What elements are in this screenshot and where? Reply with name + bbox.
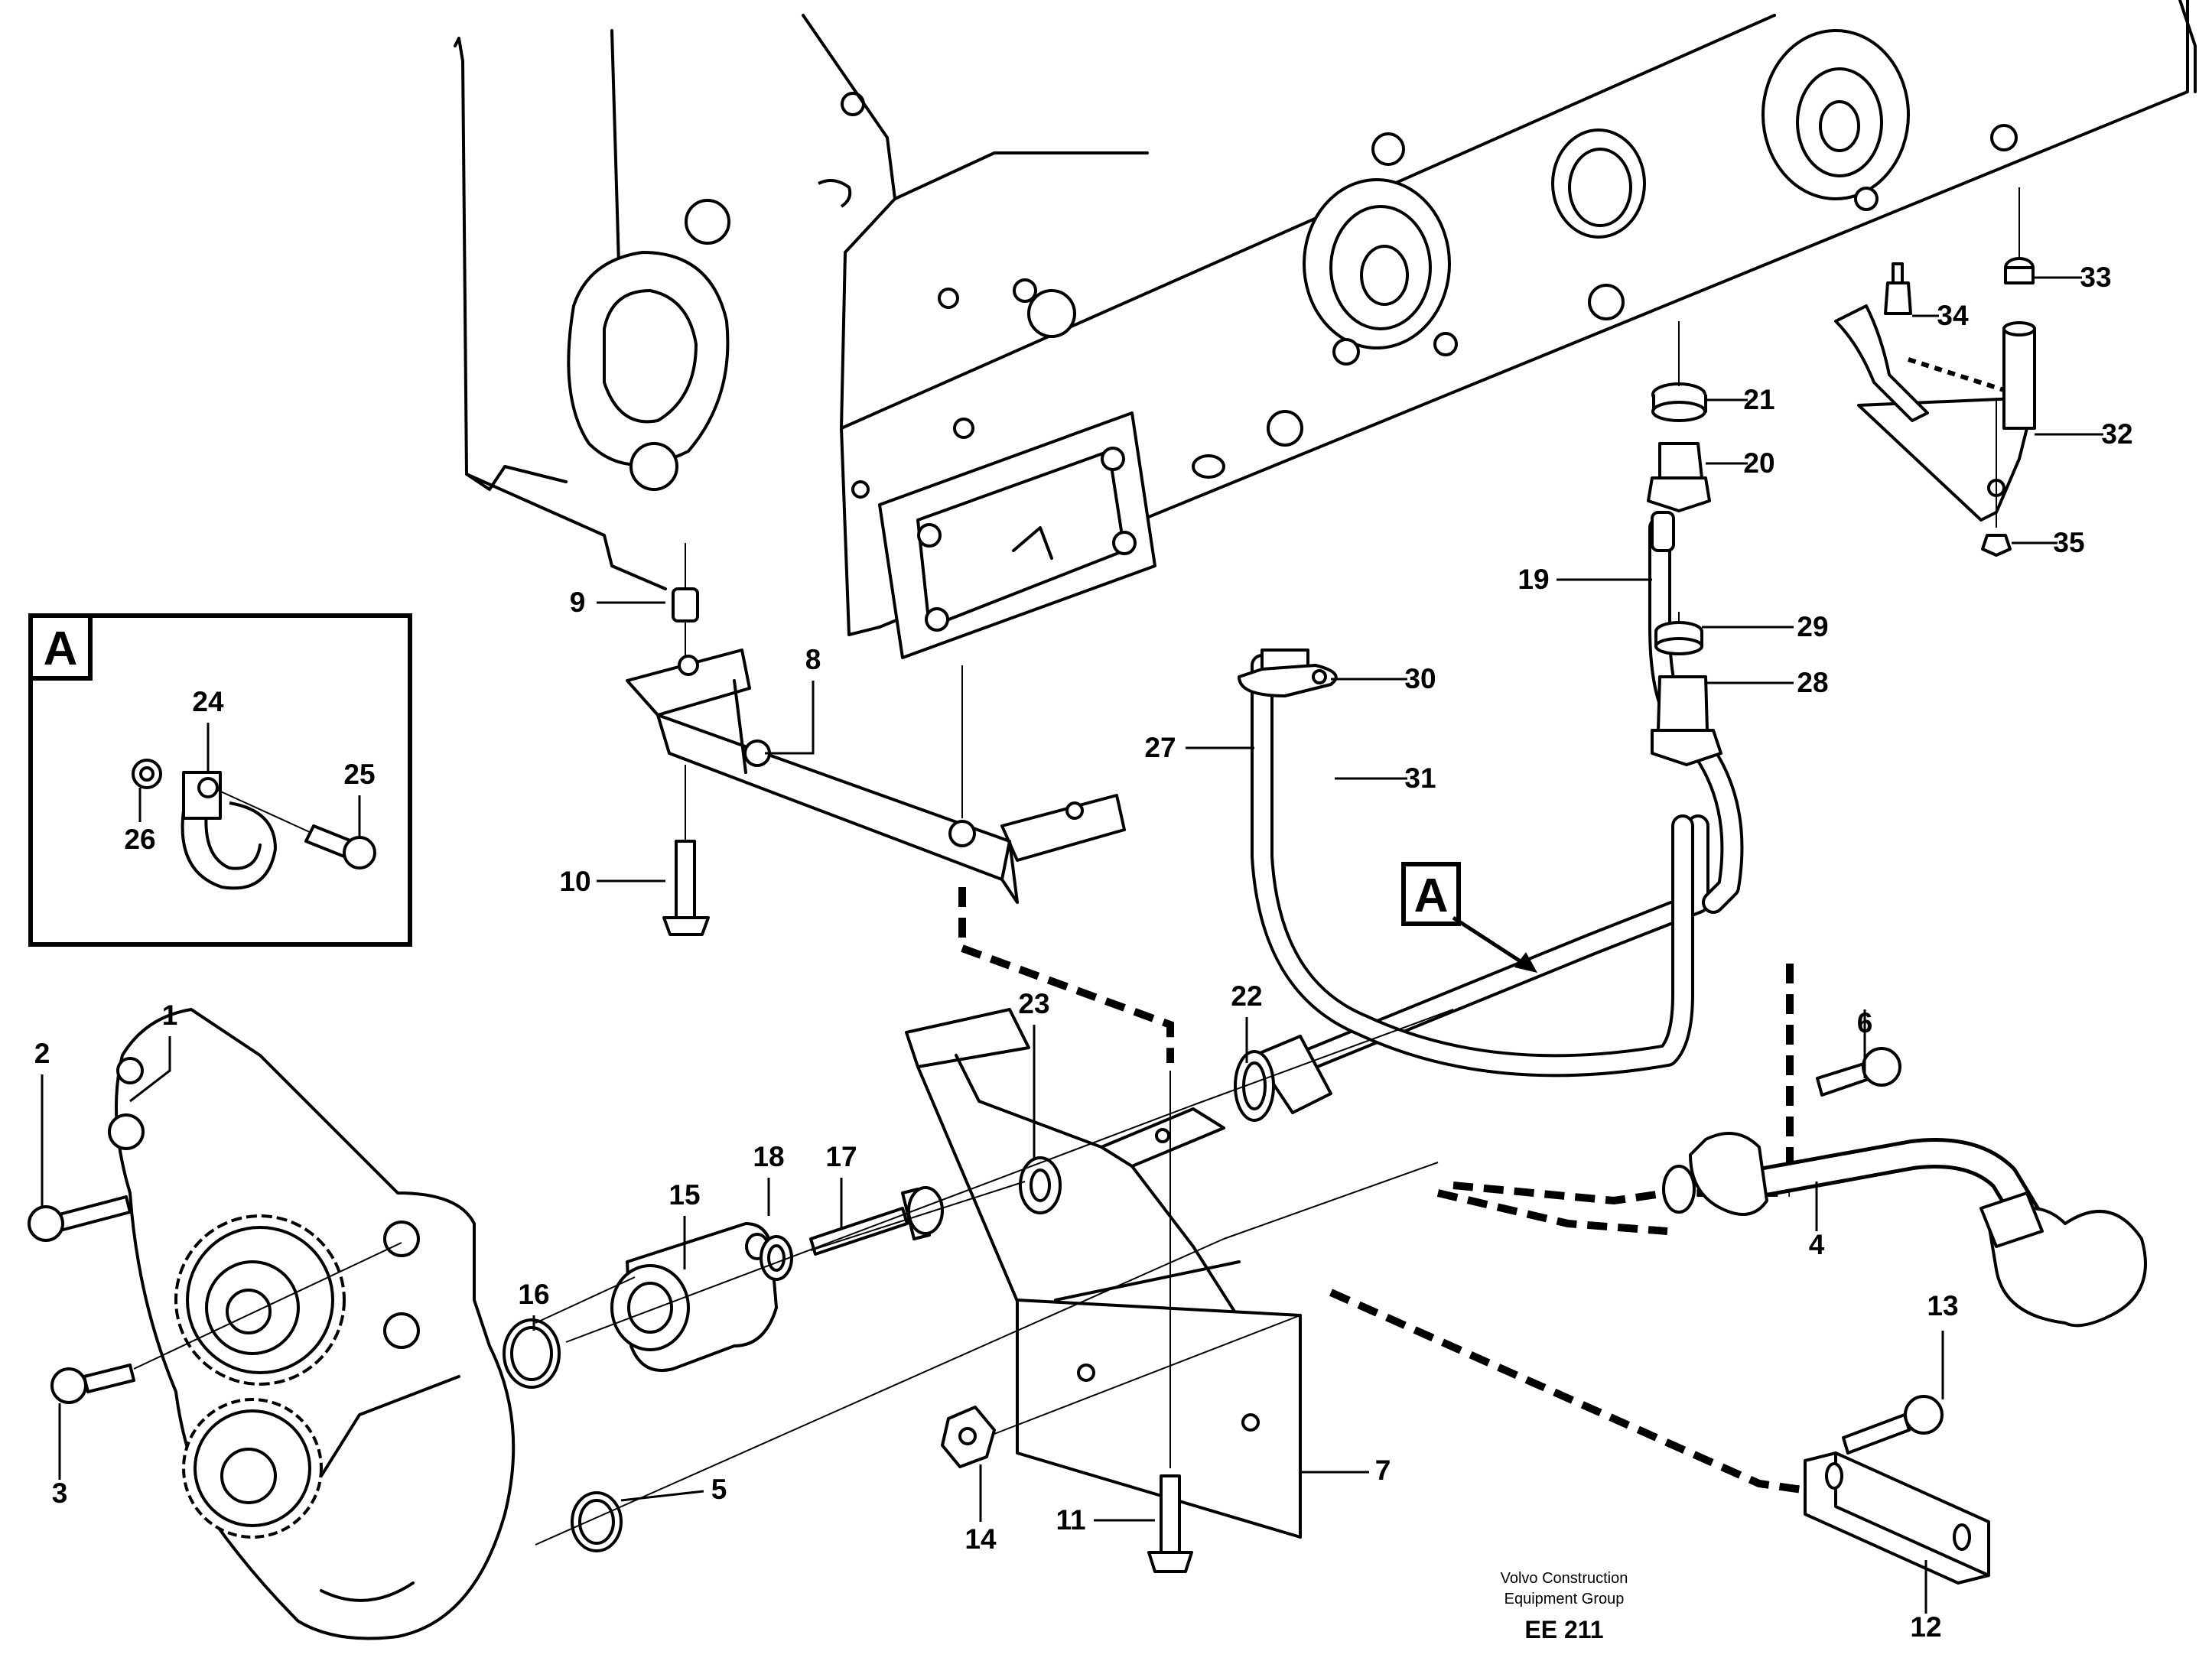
bracket-bar-drawing <box>626 543 1126 936</box>
support-fasteners <box>941 1071 1193 1573</box>
part-label-flange-screw-support: 11 <box>1056 1504 1085 1536</box>
footer-company-line2: Equipment Group <box>1504 1591 1625 1607</box>
part-label-sealing-ring-upper: 21 <box>1743 384 1774 415</box>
part-label-screw-long: 17 <box>825 1141 857 1172</box>
part-label-piston-cooling-valve: 34 <box>1937 300 1969 331</box>
leader-oil-pump-housing <box>129 1036 171 1103</box>
support-bracket-drawing <box>905 1008 1302 1539</box>
part-label-flange-screw-plate: 13 <box>1927 1290 1958 1321</box>
inset-letter: A <box>44 622 78 675</box>
part-label-plate: 12 <box>1910 1611 1941 1643</box>
leader-bracket-bar <box>765 681 815 755</box>
part-label-nozzle-nut: 35 <box>2053 527 2084 558</box>
suction-pipe-drawing <box>1662 1132 2147 1328</box>
oil-pipes-drawing <box>1234 511 1744 1122</box>
part-label-o-ring-upper: 16 <box>518 1279 549 1310</box>
part-label-union-nipple: 20 <box>1743 447 1774 479</box>
part-label-flange-screw-upper: 2 <box>34 1038 50 1069</box>
part-label-nipple: 28 <box>1797 667 1828 698</box>
part-label-clamp-screw: 25 <box>343 759 375 790</box>
plate-drawing <box>1804 1047 1990 1585</box>
part-label-pipe-flange: 30 <box>1404 663 1436 694</box>
part-label-oil-pipe: 19 <box>1517 564 1549 595</box>
part-label-nozzle-plug: 33 <box>2080 262 2111 293</box>
part-labels: 1234567891011121314151617181920212223242… <box>34 262 2133 1643</box>
part-label-flange-screw-pipe: 6 <box>1857 1007 1873 1039</box>
part-label-pipe-clamp: 24 <box>192 686 224 717</box>
engine-block <box>454 0 2197 659</box>
part-label-sealing-ring-lower: 29 <box>1797 611 1828 642</box>
part-label-union-nipple-pump: 22 <box>1231 980 1262 1012</box>
part-label-suction-pipe: 4 <box>1809 1229 1825 1260</box>
pump-bolts <box>28 1195 402 1404</box>
detail-a-inset: A <box>28 613 412 947</box>
oil-pump-drawing <box>108 1008 516 1640</box>
part-label-bracket-bar: 8 <box>805 644 821 675</box>
part-label-spacer-sleeve: 9 <box>570 587 586 618</box>
part-label-support-bracket: 7 <box>1375 1455 1391 1486</box>
part-label-flange-screw-bracket: 10 <box>559 866 590 897</box>
footer: Volvo Construction Equipment Group EE 21… <box>1501 1570 1628 1643</box>
nozzle-assembly <box>1834 187 2036 557</box>
assembly-dashed-lines <box>958 887 1814 1495</box>
pipe-clamp-drawing <box>132 759 376 890</box>
connection-drawing <box>503 1009 1454 1552</box>
leader-o-ring-lower <box>620 1490 704 1502</box>
part-label-return-pipe: 27 <box>1144 732 1176 763</box>
part-label-nozzle-bracket: 32 <box>2101 418 2132 450</box>
part-label-clamp-washer: 26 <box>124 824 155 855</box>
view-marker-letter: A <box>1414 870 1449 922</box>
part-label-oil-pump-housing: 1 <box>162 1000 178 1031</box>
leader-lines <box>41 276 2103 1614</box>
pipe-fittings <box>1647 321 1722 766</box>
part-label-flange-screw-lower: 3 <box>52 1477 68 1509</box>
footer-company-line1: Volvo Construction <box>1501 1570 1628 1587</box>
part-label-washer: 18 <box>753 1141 784 1172</box>
part-label-flange-nut: 14 <box>964 1523 997 1555</box>
part-label-rubber-bushing: 23 <box>1018 988 1049 1019</box>
part-label-connection-piece: 15 <box>668 1179 700 1211</box>
footer-drawing-code: EE 211 <box>1524 1616 1603 1643</box>
view-marker-a: A <box>1401 862 1537 973</box>
part-label-flange-screw-pipe-flange: 31 <box>1404 762 1436 794</box>
part-label-o-ring-lower: 5 <box>711 1474 727 1505</box>
